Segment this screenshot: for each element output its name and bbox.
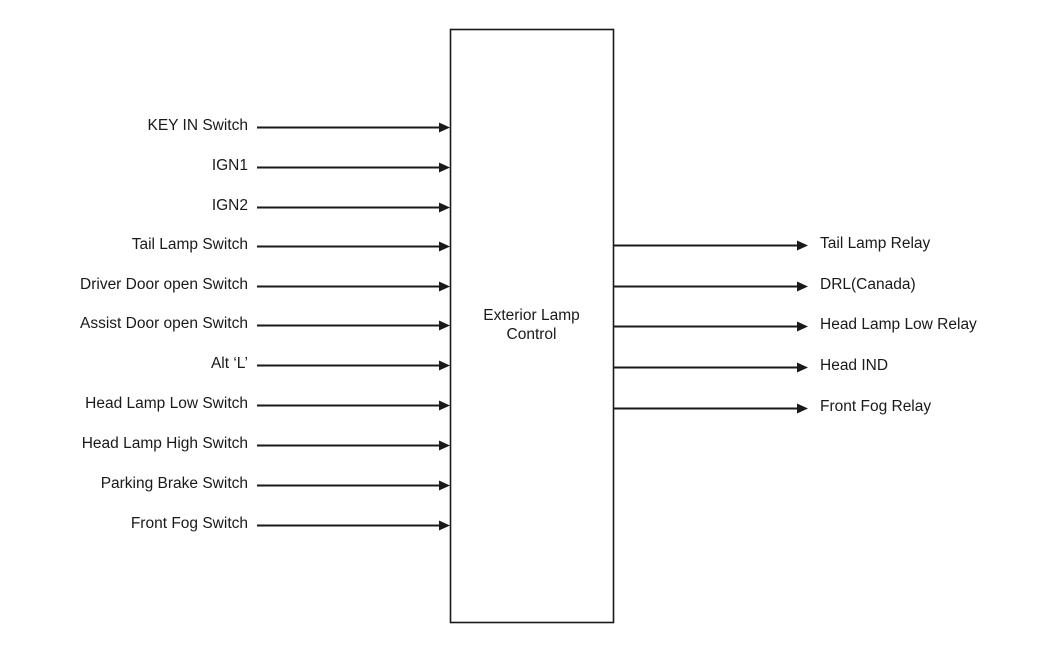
input-label-3: Tail Lamp Switch — [131, 236, 248, 253]
input-label-0: KEY IN Switch — [147, 117, 248, 134]
input-label-7: Head Lamp Low Switch — [85, 395, 248, 412]
input-label-6: Alt ‘L’ — [210, 355, 248, 372]
block-label-line1: Exterior Lamp — [483, 307, 580, 324]
input-arrowhead-icon-7 — [439, 400, 450, 411]
input-arrowhead-icon-10 — [439, 520, 450, 531]
input-arrowhead-icon-3 — [439, 241, 450, 252]
input-label-10: Front Fog Switch — [130, 515, 248, 532]
input-arrowhead-icon-5 — [439, 320, 450, 331]
input-label-1: IGN1 — [211, 157, 248, 174]
input-arrowhead-icon-0 — [439, 122, 450, 133]
block-label: Exterior Lamp Control — [450, 306, 613, 344]
input-label-9: Parking Brake Switch — [100, 475, 248, 492]
output-label-4: Front Fog Relay — [820, 398, 932, 415]
input-arrowhead-icon-6 — [439, 360, 450, 371]
input-arrowhead-icon-2 — [439, 202, 450, 213]
output-arrowhead-icon-4 — [797, 403, 808, 414]
output-arrowhead-icon-3 — [797, 362, 808, 373]
output-arrowhead-icon-0 — [797, 240, 808, 251]
input-label-2: IGN2 — [211, 197, 248, 214]
output-arrowhead-icon-2 — [797, 321, 808, 332]
input-arrowhead-icon-9 — [439, 480, 450, 491]
output-label-0: Tail Lamp Relay — [820, 235, 931, 252]
output-arrowhead-icon-1 — [797, 281, 808, 292]
input-arrowhead-icon-8 — [439, 440, 450, 451]
output-label-1: DRL(Canada) — [820, 276, 916, 293]
block-label-line2: Control — [506, 326, 557, 343]
input-label-8: Head Lamp High Switch — [81, 435, 248, 452]
input-arrowhead-icon-4 — [439, 281, 450, 292]
exterior-lamp-control-block — [449, 28, 615, 624]
input-label-5: Assist Door open Switch — [80, 315, 248, 332]
output-label-2: Head Lamp Low Relay — [820, 316, 977, 333]
input-arrowhead-icon-1 — [439, 162, 450, 173]
input-label-4: Driver Door open Switch — [80, 276, 248, 293]
output-label-3: Head IND — [820, 357, 889, 374]
